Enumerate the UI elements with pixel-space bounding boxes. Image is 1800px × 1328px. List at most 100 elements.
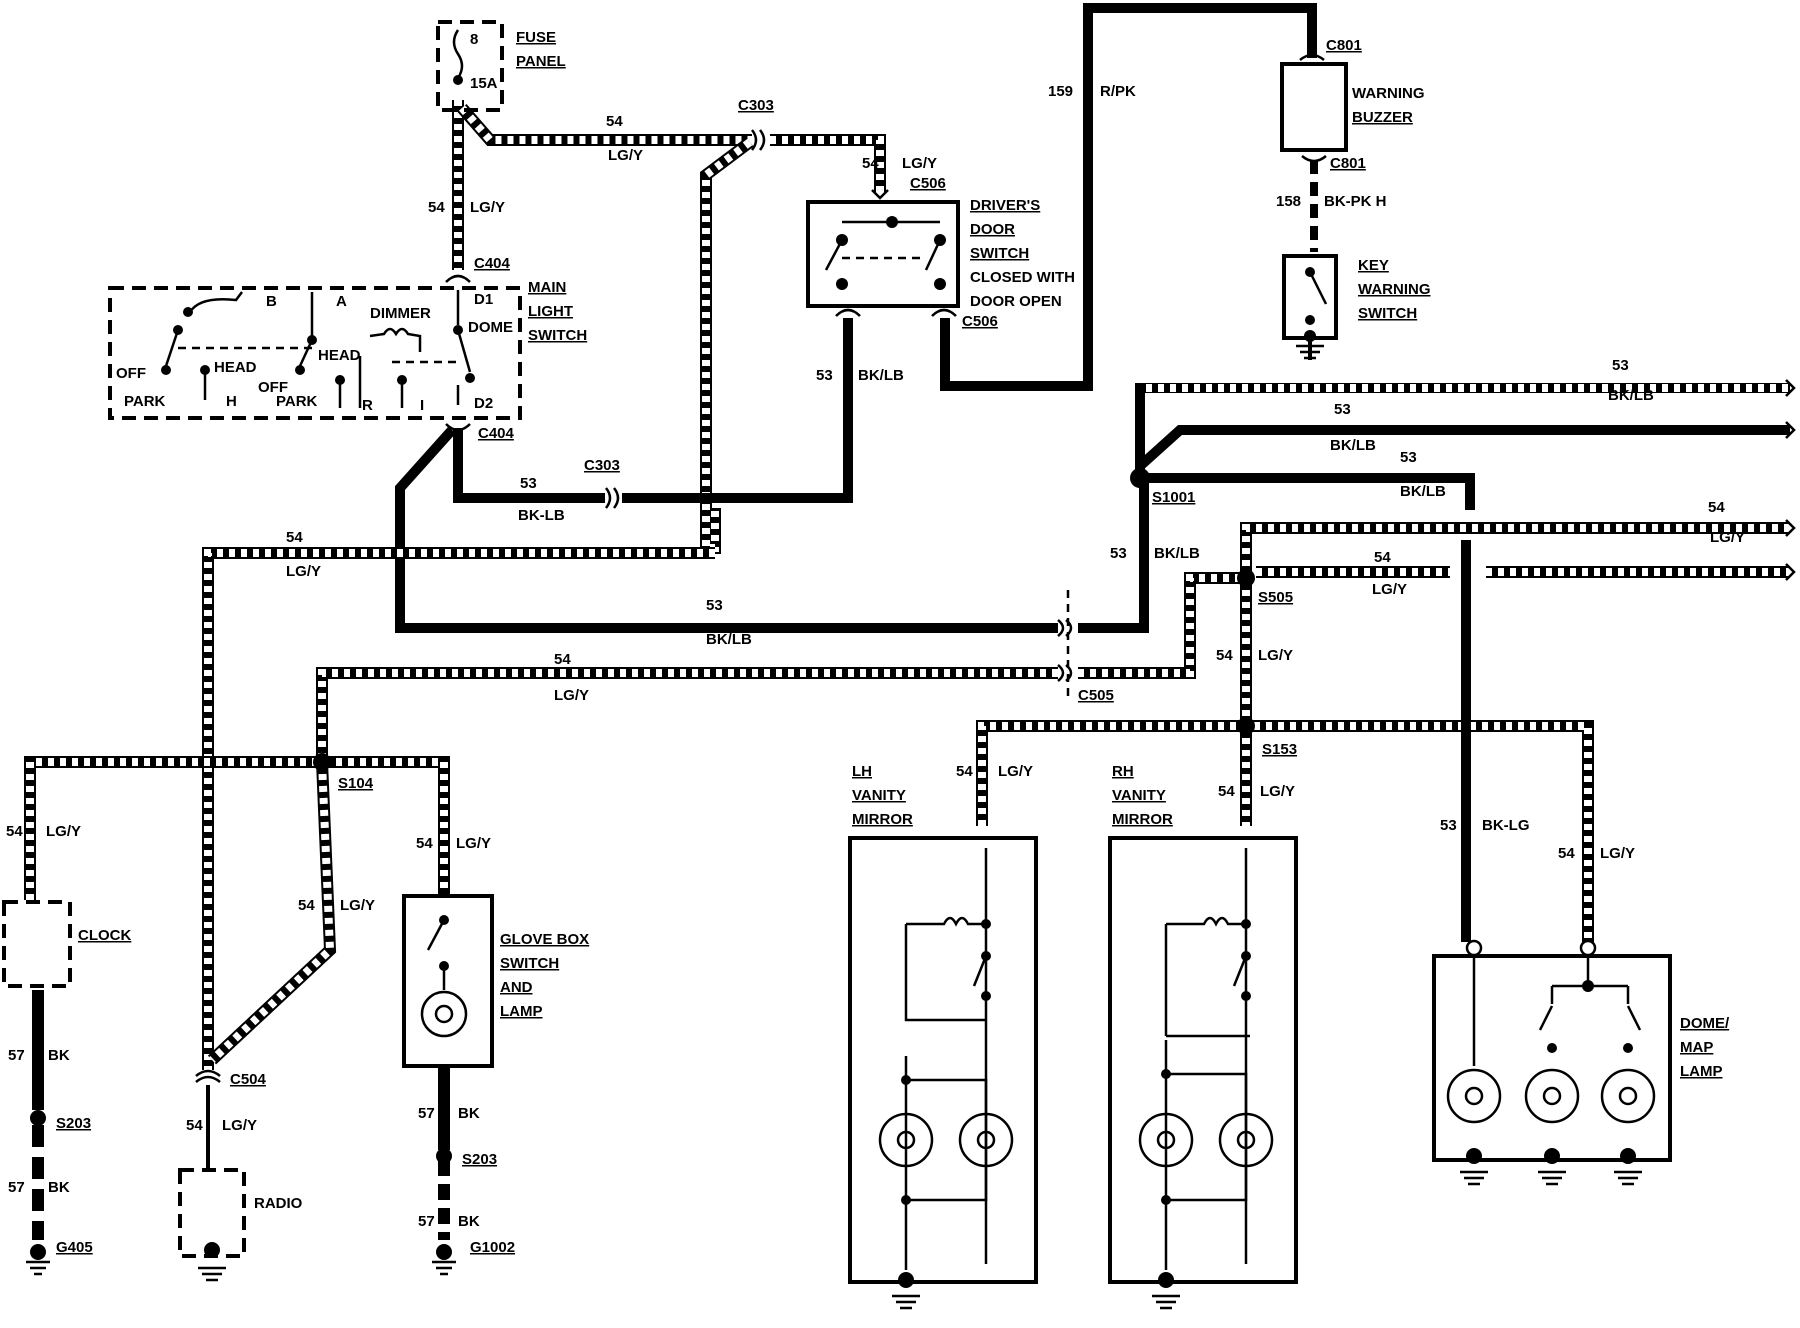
clock-label: CLOCK xyxy=(78,927,131,944)
connector-c303-bottom-mark xyxy=(604,487,620,509)
wire-color: LG/Y xyxy=(1372,581,1407,598)
wire-color: LG/Y xyxy=(1258,647,1293,664)
main-light-switch: B A DIMMER DOME D1 D2 OFF HEAD PARK H OF… xyxy=(108,279,587,420)
wire-54-s104-diagonal xyxy=(207,761,337,1065)
main-switch-i: I xyxy=(420,397,424,414)
wire-number: 57 xyxy=(418,1105,435,1122)
connector-c404-bottom: C404 xyxy=(478,425,515,442)
main-switch-dimmer: DIMMER xyxy=(370,305,431,322)
rh-vanity-label-1: RH xyxy=(1112,763,1134,780)
key-warning-label-3: SWITCH xyxy=(1358,305,1417,322)
wire-color: LG/Y xyxy=(286,563,321,580)
drivers-door-label-5: DOOR OPEN xyxy=(970,293,1062,310)
drivers-door-label-3: SWITCH xyxy=(970,245,1029,262)
wire-number: 54 xyxy=(956,763,973,780)
splice-s104: S104 xyxy=(338,775,374,792)
glove-box-label-3: AND xyxy=(500,979,533,996)
connector-c506-bottom-mark xyxy=(835,308,957,317)
wire-color: BK/LB xyxy=(1330,437,1376,454)
wire-number: 53 xyxy=(1612,357,1629,374)
main-switch-off-1: OFF xyxy=(116,365,146,382)
wire-54-c303-diagonal xyxy=(700,137,754,554)
wire-number: 54 xyxy=(6,823,23,840)
wire-53-right-1 xyxy=(1135,383,1790,478)
ground-icon xyxy=(892,1294,920,1310)
rh-vanity-label-3: MIRROR xyxy=(1112,811,1173,828)
wire-number: 54 xyxy=(298,897,315,914)
connector-c801-top: C801 xyxy=(1326,37,1362,54)
main-light-switch-label-3: SWITCH xyxy=(528,327,587,344)
wire-53-right-3 xyxy=(1140,473,1475,510)
wire-number: 54 xyxy=(606,113,623,130)
main-switch-d2: D2 xyxy=(474,395,493,412)
wire-number: 54 xyxy=(1708,499,1725,516)
key-warning-label-2: WARNING xyxy=(1358,281,1431,298)
wire-color: LG/Y xyxy=(470,199,505,216)
connector-c404-top: C404 xyxy=(474,255,511,272)
glove-box-label-4: LAMP xyxy=(500,1003,543,1020)
ground-icon xyxy=(26,1244,50,1276)
wire-number: 53 xyxy=(1334,401,1351,418)
splice-s104-dot xyxy=(313,753,331,771)
main-switch-park-1: PARK xyxy=(124,393,166,410)
radio-label: RADIO xyxy=(254,1195,303,1212)
fuse-rating: 15A xyxy=(470,75,498,92)
connector-c404-top-mark xyxy=(445,274,471,283)
glove-box-label-2: SWITCH xyxy=(500,955,559,972)
wire-color: BK/LB xyxy=(1154,545,1200,562)
wire-53-right-2 xyxy=(1136,425,1790,470)
wire-number: 54 xyxy=(1216,647,1233,664)
main-light-switch-label-2: LIGHT xyxy=(528,303,573,320)
dome-map-lamp-label-3: LAMP xyxy=(1680,1063,1723,1080)
wire-number: 53 xyxy=(520,475,537,492)
splice-s203-a: S203 xyxy=(56,1115,91,1132)
rh-vanity-mirror: RH VANITY MIRROR xyxy=(1108,763,1298,1288)
fuse-panel-label-1: FUSE xyxy=(516,29,556,46)
main-switch-r: R xyxy=(362,397,373,414)
connector-c801-bottom-mark xyxy=(1301,155,1327,163)
wire-number: 57 xyxy=(8,1047,25,1064)
drivers-door-label-4: CLOSED WITH xyxy=(970,269,1075,286)
splice-s203-a-dot xyxy=(30,1110,46,1126)
wire-54-mid xyxy=(202,547,715,1070)
main-light-switch-label-1: MAIN xyxy=(528,279,566,296)
ground-symbols xyxy=(26,330,1642,1310)
connector-marks xyxy=(195,53,1327,1083)
connector-c506-top-mark xyxy=(871,189,889,200)
drivers-door-label-2: DOOR xyxy=(970,221,1015,238)
drivers-door-switch: DRIVER'S DOOR SWITCH CLOSED WITH DOOR OP… xyxy=(806,197,1075,310)
glove-box-label-1: GLOVE BOX xyxy=(500,931,589,948)
fuse-panel-label-2: PANEL xyxy=(516,53,566,70)
splice-s203-b-dot xyxy=(436,1148,452,1164)
key-warning-switch: KEY WARNING SWITCH xyxy=(1282,254,1431,340)
ground-icon xyxy=(198,1266,226,1282)
main-switch-dome: DOME xyxy=(468,319,513,336)
splice-s153: S153 xyxy=(1262,741,1297,758)
dome-map-lamp-label-1: DOME/ xyxy=(1680,1015,1730,1032)
wire-number: 53 xyxy=(706,597,723,614)
wire-color: BK xyxy=(458,1213,480,1230)
wire-54-top xyxy=(457,104,752,146)
connector-c303-top-mark xyxy=(750,129,766,151)
wire-number: 57 xyxy=(8,1179,25,1196)
dome-map-lamp: DOME/ MAP LAMP xyxy=(1432,939,1730,1164)
splice-s203-b: S203 xyxy=(462,1151,497,1168)
wire-54-s153-horizontal xyxy=(976,720,1594,942)
main-switch-a: A xyxy=(336,293,347,310)
wire-number: 54 xyxy=(1558,845,1575,862)
wire-53-door xyxy=(622,318,853,503)
continuation-arrows xyxy=(1785,379,1796,581)
wire-number: 54 xyxy=(862,155,879,172)
ground-icon xyxy=(1614,1170,1642,1186)
wire-color: LG/Y xyxy=(1600,845,1635,862)
wire-54-c505-right xyxy=(1078,572,1246,679)
wire-number: 54 xyxy=(186,1117,203,1134)
wire-color: BK-PK H xyxy=(1324,193,1387,210)
wire-54-s104 xyxy=(24,756,450,900)
warning-buzzer-label-2: BUZZER xyxy=(1352,109,1413,126)
wire-labels: 54 LG/Y 54 LG/Y 54 LG/Y 159 R/PK 158 BK-… xyxy=(6,83,1745,1230)
ground-g1002: G1002 xyxy=(470,1239,515,1256)
fuse-panel: 8 15A FUSE PANEL xyxy=(436,20,566,112)
wire-color: BK xyxy=(48,1179,70,1196)
